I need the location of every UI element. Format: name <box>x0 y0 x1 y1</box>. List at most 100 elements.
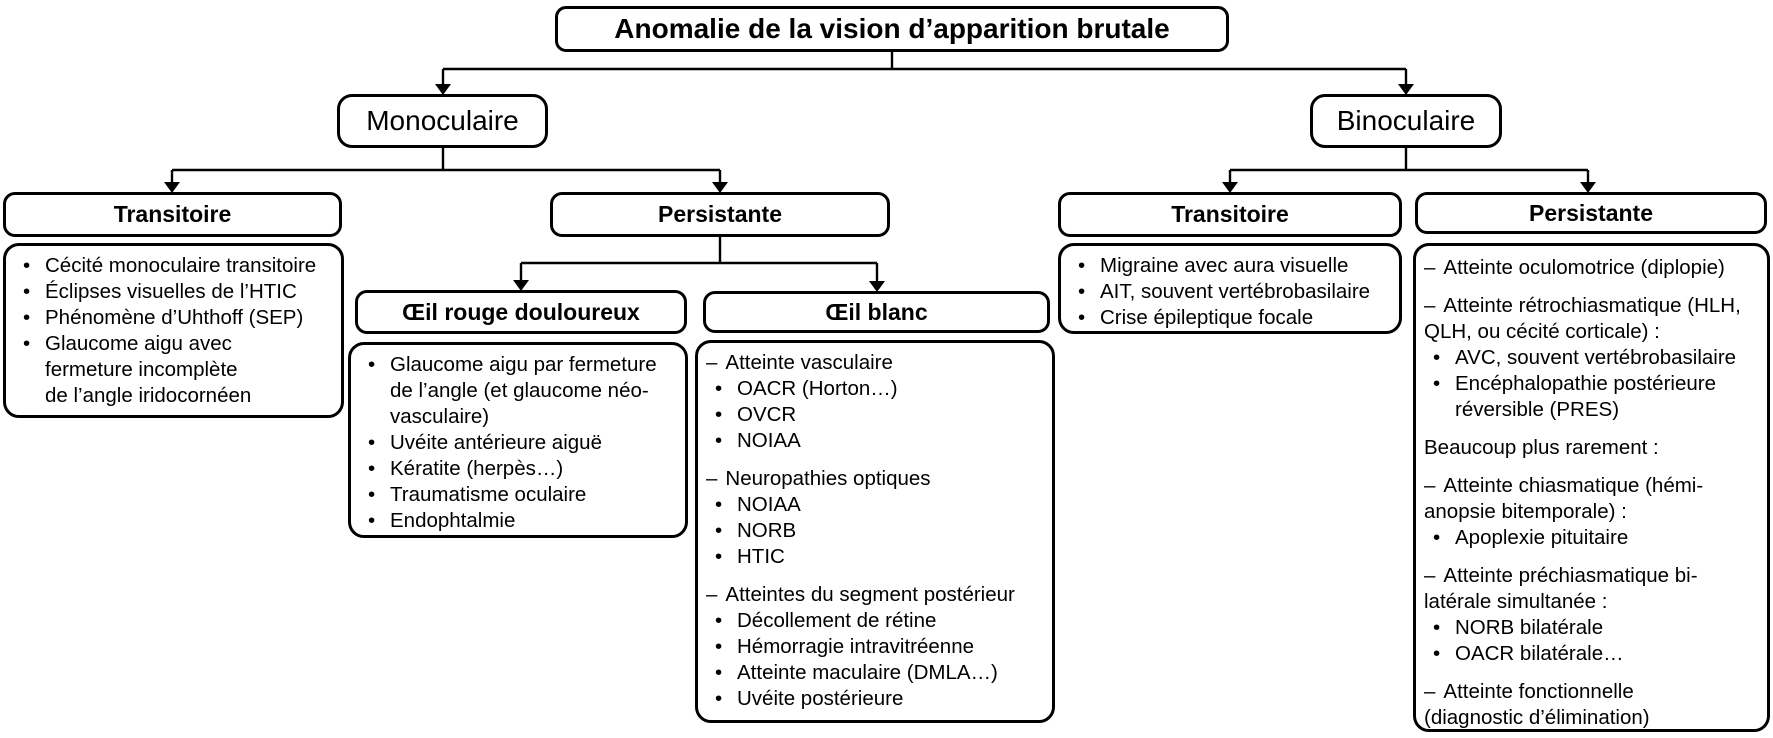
connector-persistante-to-eye-types <box>519 237 879 281</box>
list-item: •OVCR <box>706 402 1044 428</box>
item-marker: – <box>1424 294 1436 317</box>
list-item: •Atteinte maculaire (DMLA…) <box>706 660 1044 686</box>
item-text: Éclipses visuelles de l’HTIC <box>45 280 297 303</box>
item-text: Décollement de rétine <box>737 609 937 632</box>
item-marker: • <box>368 509 376 532</box>
item-marker: • <box>715 687 723 710</box>
item-marker: – <box>1424 564 1436 587</box>
item-marker: – <box>706 583 718 606</box>
list-item: •NORB bilatérale <box>1424 615 1759 641</box>
list-item: • Éclipses visuelles de l’HTIC <box>14 279 333 305</box>
monoculaire-label: Monoculaire <box>366 105 519 136</box>
item-text: Atteintes du segment postérieur <box>725 583 1015 606</box>
item-marker: • <box>715 661 723 684</box>
item-marker: • <box>1433 526 1441 549</box>
oeil-rouge-header: Œil rouge douloureux <box>355 290 687 334</box>
item-marker: • <box>1433 346 1441 369</box>
list-item: • AVC, souvent vertébrobasilaire <box>1424 345 1759 371</box>
item-text: Atteinte rétrochiasmatique (HLH, QLH, ou… <box>1424 294 1741 343</box>
root-title-node: Anomalie de la vision d’apparition bruta… <box>555 6 1229 52</box>
item-marker: – <box>1424 474 1436 497</box>
item-text: Cécité monoculaire transitoire <box>45 254 317 277</box>
item-text: NOIAA <box>737 493 801 516</box>
item-marker: • <box>368 483 376 506</box>
list-item: –Atteinte fonctionnelle (diagnostic d’él… <box>1424 679 1759 731</box>
item-text: Apoplexie pituitaire <box>1455 526 1629 549</box>
item-marker: • <box>715 519 723 542</box>
connector-binoculaire-to-children <box>1228 148 1590 182</box>
list-item: •Endophtalmie <box>359 508 677 534</box>
mono-transitoire-header: Transitoire <box>3 192 342 237</box>
list-item: –Atteinte chiasmatique (hémi- anopsie bi… <box>1424 473 1759 525</box>
list-item: •OACR (Horton…) <box>706 376 1044 402</box>
item-marker: • <box>715 635 723 658</box>
item-marker: • <box>1433 372 1441 395</box>
oeil-rouge-header-label: Œil rouge douloureux <box>402 298 640 325</box>
monoculaire-node: Monoculaire <box>337 94 548 148</box>
item-text: Encéphalopathie postérieure réversible (… <box>1455 372 1716 421</box>
list-item: • HTIC <box>706 544 1044 570</box>
list-item: • OACR bilatérale… <box>1424 641 1759 667</box>
mono-transitoire-header-label: Transitoire <box>113 201 232 227</box>
list-item: •Glaucome aigu avec fermeture incomplète… <box>14 331 333 409</box>
item-text: Phénomène d’Uhthoff (SEP) <box>45 306 304 329</box>
list-item: •Phénomène d’Uhthoff (SEP) <box>14 305 333 331</box>
item-text: OACR (Horton…) <box>737 377 898 400</box>
item-marker: • <box>368 457 376 480</box>
item-text: Atteinte préchiasmatique bi- latérale si… <box>1424 564 1698 613</box>
item-marker: • <box>715 545 723 568</box>
item-text: NOIAA <box>737 429 801 452</box>
item-text: Uvéite antérieure aiguë <box>390 431 602 454</box>
mono-persistante-header-label: Persistante <box>657 201 782 227</box>
item-text: AVC, souvent vertébrobasilaire <box>1455 346 1737 369</box>
item-marker: • <box>1078 254 1086 277</box>
list-item: • Hémorragie intravitréenne <box>706 634 1044 660</box>
item-text: Uvéite postérieure <box>737 687 904 710</box>
bino-transitoire-header-label: Transitoire <box>1171 201 1289 227</box>
bino-persistante-list: –Atteinte oculomotrice (diplopie)–Attein… <box>1413 243 1770 732</box>
list-item: • Uvéite postérieure <box>706 686 1044 712</box>
item-text: Traumatisme oculaire <box>390 483 587 506</box>
item-marker: • <box>23 280 31 303</box>
list-item: –Neuropathies optiques <box>706 466 1044 492</box>
list-item: –Atteinte préchiasmatique bi- latérale s… <box>1424 563 1759 615</box>
root-title-label: Anomalie de la vision d’apparition bruta… <box>614 13 1170 44</box>
oeil-rouge-list: • Glaucome aigu par fermeture de l’angle … <box>348 342 688 538</box>
item-marker: – <box>706 351 718 374</box>
item-text: Atteinte oculomotrice (diplopie) <box>1443 256 1725 279</box>
arrowheads-root <box>435 84 1414 95</box>
list-item: •NOIAA <box>706 428 1044 454</box>
item-text: Glaucome aigu par fermeture de l’angle (… <box>390 353 657 428</box>
item-text: OVCR <box>737 403 797 426</box>
list-item: –Atteinte oculomotrice (diplopie) <box>1424 255 1759 281</box>
list-item: • AIT, souvent vertébrobasilaire <box>1069 279 1391 305</box>
item-text: Hémorragie intravitréenne <box>737 635 975 658</box>
item-text: NORB bilatérale <box>1455 616 1604 639</box>
item-text: NORB <box>737 519 797 542</box>
list-item: –Atteintes du segment postérieur <box>706 582 1044 608</box>
mono-persistante-header: Persistante <box>550 192 890 237</box>
item-text: Crise épileptique focale <box>1100 306 1314 329</box>
bino-persistante-header: Persistante <box>1415 192 1767 234</box>
list-item: •Kératite (herpès…) <box>359 456 677 482</box>
item-text: Atteinte chiasmatique (hémi- anopsie bit… <box>1424 474 1704 523</box>
list-item: • NOIAA <box>706 492 1044 518</box>
bino-transitoire-header: Transitoire <box>1058 192 1402 237</box>
list-item: Beaucoup plus rarement : <box>1424 435 1759 461</box>
item-marker: • <box>23 254 31 277</box>
item-text: HTIC <box>737 545 785 568</box>
item-text: AIT, souvent vertébrobasilaire <box>1100 280 1371 303</box>
item-marker: • <box>368 431 376 454</box>
item-marker: – <box>1424 256 1436 279</box>
list-item: • NORB <box>706 518 1044 544</box>
list-item: –Atteinte vasculaire <box>706 350 1044 376</box>
oeil-blanc-header: Œil blanc <box>703 291 1050 333</box>
item-text: Neuropathies optiques <box>725 467 931 490</box>
item-text: OACR bilatérale… <box>1455 642 1624 665</box>
item-marker: • <box>1433 642 1441 665</box>
oeil-blanc-header-label: Œil blanc <box>825 298 928 325</box>
item-marker: • <box>715 493 723 516</box>
item-text: Atteinte fonctionnelle (diagnostic d’éli… <box>1424 680 1650 729</box>
item-marker: • <box>1078 280 1086 303</box>
item-text: Migraine avec aura visuelle <box>1100 254 1349 277</box>
